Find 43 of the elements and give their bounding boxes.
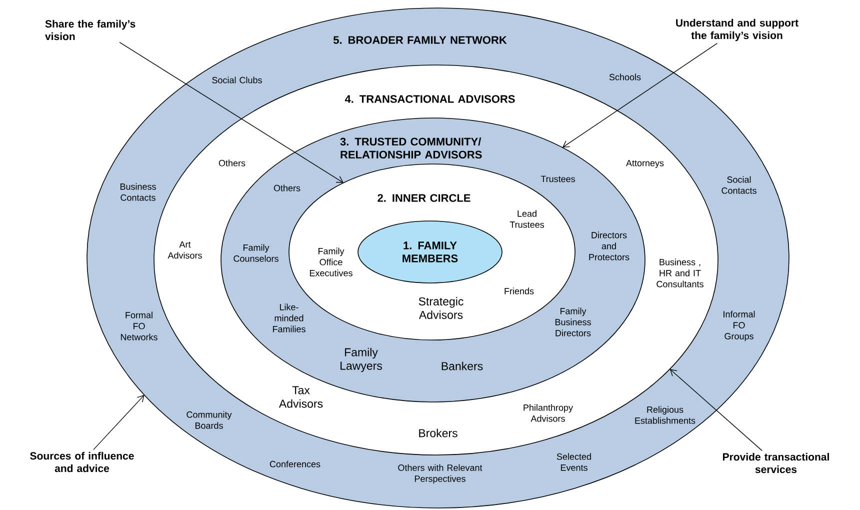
ring-label: Friends (504, 288, 534, 294)
ring-label: Community Boards (186, 411, 232, 429)
ring-title: 1. FAMILY MEMBERS (402, 242, 458, 262)
ring-label: Attorneys (626, 160, 664, 168)
ring-title: 3. TRUSTED COMMUNITY/ RELATIONSHIP ADVISORS (340, 137, 482, 159)
annotation-text: Understand and support the family’s vision (676, 18, 798, 42)
ring-label: Business Contacts (120, 183, 156, 201)
ring-label: Like-minded Families (273, 304, 306, 332)
ring-label: Family Office Executives (310, 248, 352, 276)
ring-label: Bankers (442, 362, 483, 370)
ring-label: Schools (609, 74, 641, 80)
ring-label: Selected Events (556, 453, 591, 471)
annotation-text: Provide transactional services (723, 452, 829, 474)
ring-label: Lead Trustees (510, 210, 544, 228)
ring-label: Others (218, 160, 246, 166)
annotation-text: Share the family’s vision (45, 20, 136, 40)
ring-label: Conferences (270, 460, 320, 468)
ring-label: Family Business Directors (555, 308, 591, 336)
ring-label: Family Lawyers (340, 348, 382, 372)
ring-title: 5. BROADER FAMILY NETWORK (333, 36, 507, 44)
ring-label: Tax Advisors (278, 386, 323, 408)
ring-label: Brokers (419, 428, 458, 438)
ring-label: Social Clubs (212, 76, 262, 84)
ring-label: Strategic Advisors (418, 297, 464, 319)
arrow (119, 42, 344, 183)
ring-label: Others (274, 184, 300, 192)
arrow (562, 42, 718, 148)
ring-label: Informal FO Groups (724, 310, 755, 342)
ring-label: Social Contacts (722, 176, 756, 194)
arrow (93, 394, 144, 450)
arrow (670, 369, 762, 452)
ring-title: 2. INNER CIRCLE (378, 194, 470, 202)
ring-title: 4. TRANSACTIONAL ADVISORS (344, 95, 515, 103)
annotation-text: Sources of influence and advice (30, 452, 134, 472)
ring-label: Religious Establishments (635, 406, 696, 424)
ring-label: Trustees (540, 176, 575, 182)
ring-label: Business , HR and IT Consultants (656, 258, 704, 288)
ring-label: Art Advisors (168, 241, 202, 259)
ring-label: Family Counselors (234, 244, 278, 262)
ring-label: Others with Relevant Perspectives (398, 464, 482, 484)
ring-label: Formal FO Networks (121, 312, 158, 340)
ring-label: Philanthropy Advisors (524, 404, 573, 422)
ring-label: Directors and Protectors (589, 232, 630, 260)
